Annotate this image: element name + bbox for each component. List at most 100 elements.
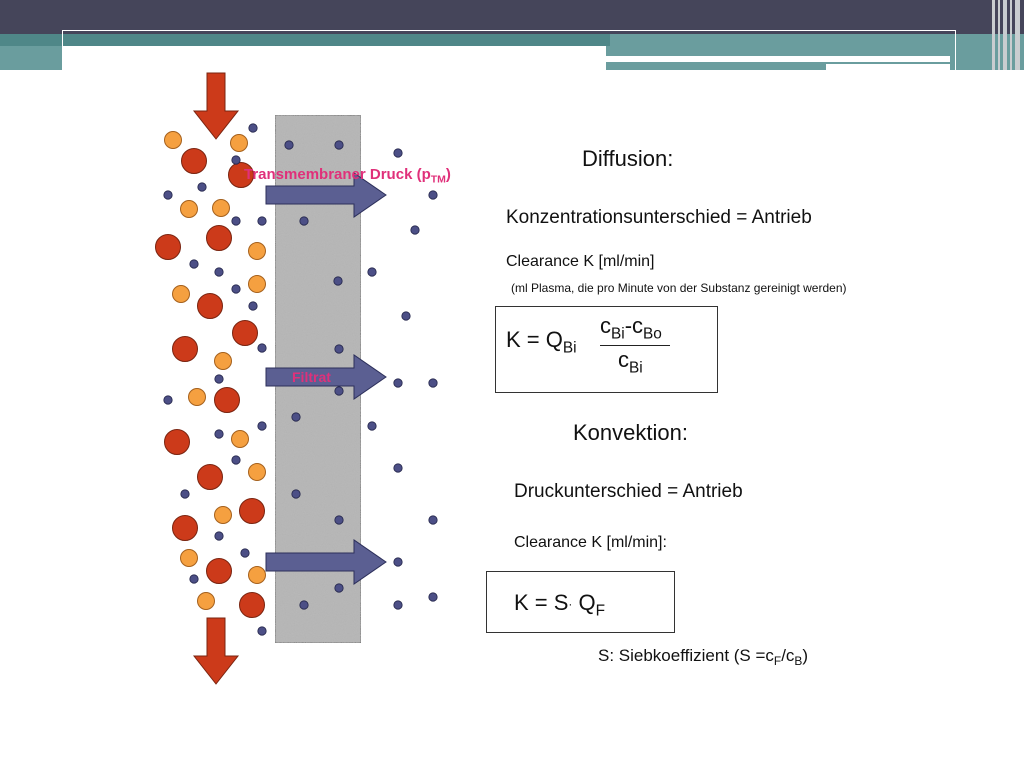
solute-molecule: [401, 311, 411, 321]
solute-molecule: [334, 344, 344, 354]
solute-molecule: [257, 216, 267, 226]
diffusion-formula-box: K = QBi cBi-cBo cBi: [495, 306, 718, 393]
solute-molecule: [334, 515, 344, 525]
diffusion-clearance: Clearance K [ml/min]: [506, 253, 655, 270]
formula-k-qbi: K = QBi: [506, 327, 577, 357]
protein-particle: [172, 285, 190, 303]
diffusion-title: Diffusion:: [582, 146, 674, 171]
red-blood-cell: [228, 162, 254, 188]
solute-molecule: [231, 216, 241, 226]
solute-molecule: [393, 148, 403, 158]
protein-particle: [248, 242, 266, 260]
protein-particle: [248, 275, 266, 293]
solute-molecule: [214, 267, 224, 277]
pressure-arrow-bottom: [265, 539, 387, 585]
solute-molecule: [334, 386, 344, 396]
solute-molecule: [367, 267, 377, 277]
solute-molecule: [231, 155, 241, 165]
sieve-coefficient: S: Siebkoeffizient (S =cF/cB): [598, 646, 809, 669]
filtrat-label: Filtrat: [292, 369, 331, 385]
solute-molecule: [334, 140, 344, 150]
solute-molecule: [291, 412, 301, 422]
solute-molecule: [163, 190, 173, 200]
red-blood-cell: [181, 148, 207, 174]
formula-denominator: cBi: [618, 347, 643, 377]
solute-molecule: [231, 455, 241, 465]
solute-molecule: [410, 225, 420, 235]
title-frame: [62, 30, 956, 72]
solute-molecule: [291, 489, 301, 499]
slide-header-bar: [0, 0, 1024, 34]
red-blood-cell: [206, 225, 232, 251]
protein-particle: [214, 506, 232, 524]
konvektion-title: Konvektion:: [573, 420, 688, 445]
solute-molecule: [214, 374, 224, 384]
header-white-strip: [62, 46, 606, 70]
solute-molecule: [393, 557, 403, 567]
red-blood-cell: [197, 293, 223, 319]
red-blood-cell: [239, 498, 265, 524]
solute-molecule: [367, 421, 377, 431]
konvektion-formula-box: K = S· QF: [486, 571, 675, 633]
solute-molecule: [393, 378, 403, 388]
formula-k-s-qf: K = S· QF: [514, 590, 606, 620]
solute-molecule: [299, 600, 309, 610]
solute-molecule: [299, 216, 309, 226]
solute-molecule: [197, 182, 207, 192]
red-blood-cell: [206, 558, 232, 584]
header-stripes: [990, 0, 1024, 70]
solute-molecule: [393, 463, 403, 473]
red-blood-cell: [155, 234, 181, 260]
protein-particle: [180, 200, 198, 218]
formula-numerator: cBi-cBo: [600, 313, 662, 343]
protein-particle: [197, 592, 215, 610]
protein-particle: [188, 388, 206, 406]
solute-molecule: [214, 429, 224, 439]
protein-particle: [248, 463, 266, 481]
red-blood-cell: [172, 515, 198, 541]
solute-molecule: [248, 301, 258, 311]
solute-molecule: [428, 515, 438, 525]
solute-molecule: [231, 284, 241, 294]
konvektion-driver: Druckunterschied = Antrieb: [514, 481, 743, 502]
solute-molecule: [189, 574, 199, 584]
header-white-line-short: [826, 64, 950, 70]
solute-molecule: [189, 259, 199, 269]
red-blood-cell: [172, 336, 198, 362]
slide-header-band-dark: [0, 34, 610, 46]
solute-molecule: [257, 626, 267, 636]
protein-particle: [230, 134, 248, 152]
solute-molecule: [333, 276, 343, 286]
solute-molecule: [257, 421, 267, 431]
konvektion-clearance: Clearance K [ml/min]:: [514, 534, 667, 551]
protein-particle: [164, 131, 182, 149]
header-white-line: [606, 56, 950, 62]
red-blood-cell: [232, 320, 258, 346]
solute-molecule: [428, 592, 438, 602]
solute-molecule: [428, 378, 438, 388]
solute-molecule: [214, 531, 224, 541]
red-blood-cell: [164, 429, 190, 455]
solute-molecule: [428, 190, 438, 200]
protein-particle: [231, 430, 249, 448]
pressure-arrow-middle: [265, 354, 387, 400]
solute-molecule: [393, 600, 403, 610]
solute-molecule: [284, 140, 294, 150]
red-blood-cell: [239, 592, 265, 618]
diffusion-note: (ml Plasma, die pro Minute von der Subst…: [511, 281, 847, 295]
transmembrane-pressure-label: Transmembraner Druck (pTM): [244, 166, 451, 186]
solute-molecule: [257, 343, 267, 353]
solute-molecule: [248, 123, 258, 133]
blood-outflow-arrow: [192, 617, 240, 685]
protein-particle: [212, 199, 230, 217]
solute-molecule: [163, 395, 173, 405]
solute-molecule: [334, 583, 344, 593]
pressure-arrow-top: [265, 172, 387, 218]
protein-particle: [180, 549, 198, 567]
protein-particle: [214, 352, 232, 370]
red-blood-cell: [197, 464, 223, 490]
solute-molecule: [180, 489, 190, 499]
fraction-bar: [600, 345, 670, 346]
protein-particle: [248, 566, 266, 584]
